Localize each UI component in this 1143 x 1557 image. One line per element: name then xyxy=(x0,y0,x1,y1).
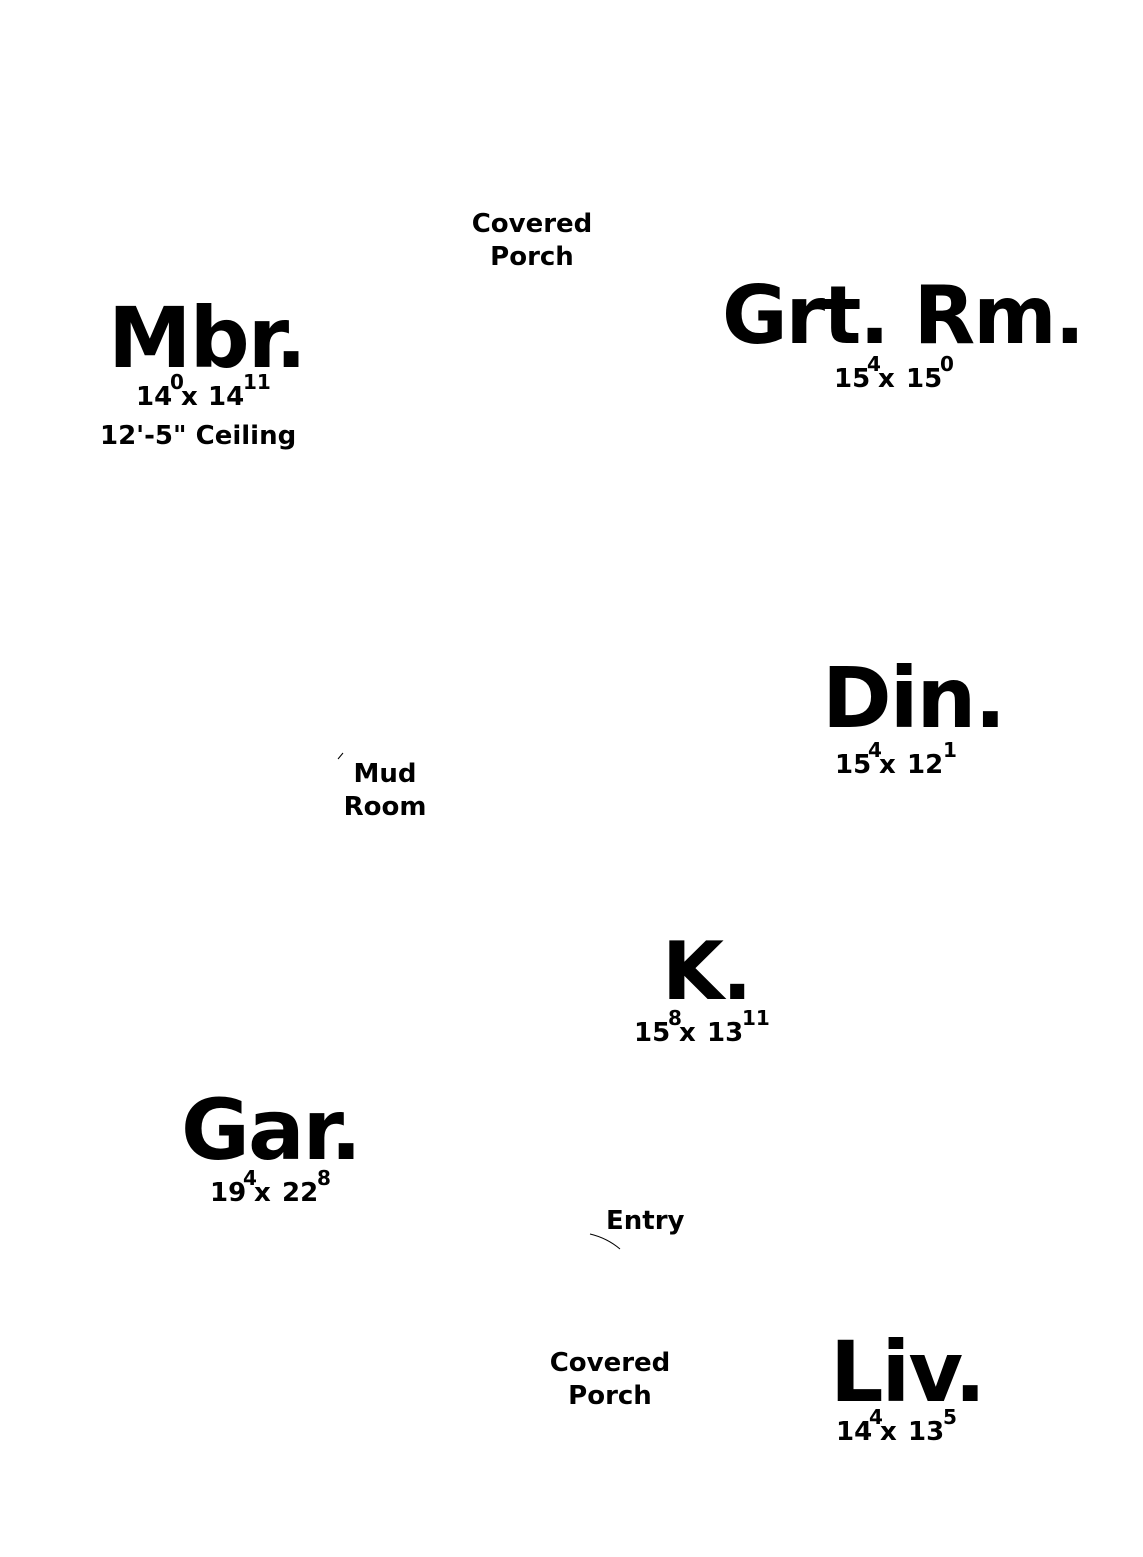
covered-porch-top-line1: Covered xyxy=(471,209,593,239)
room-name-din: Din. xyxy=(822,649,1006,747)
dim-depth-inches: 0 xyxy=(940,352,954,376)
dim-width-feet: 15 xyxy=(835,750,872,780)
dim-width-feet: 19 xyxy=(210,1178,247,1208)
dim-times: x xyxy=(880,1417,897,1447)
room-dims-liv: 14 4 x 13 5 xyxy=(836,1407,966,1445)
covered-porch-bottom-line1: Covered xyxy=(549,1348,671,1378)
dim-width-feet: 14 xyxy=(136,382,173,412)
dim-times: x xyxy=(878,364,895,394)
room-dining: Din. xyxy=(822,649,1006,747)
covered-porch-top-line2: Porch xyxy=(490,242,574,272)
mud-room-line1: Mud xyxy=(353,759,417,789)
room-master-bedroom: Mbr. xyxy=(108,289,307,387)
covered-porch-top-label: Covered Porch xyxy=(470,208,594,274)
dim-times: x xyxy=(879,750,896,780)
ceiling-note-mbr: 12'-5" Ceiling xyxy=(100,421,297,451)
dim-width-inches: 0 xyxy=(170,370,184,394)
dim-depth-inches: 8 xyxy=(317,1166,331,1190)
dim-width-inches: 4 xyxy=(243,1166,257,1190)
room-kitchen: K. xyxy=(662,925,752,1018)
entry-label: Entry xyxy=(606,1206,685,1236)
dim-times: x xyxy=(679,1018,696,1048)
room-name-kit: K. xyxy=(662,925,752,1018)
dim-width-inches: 8 xyxy=(668,1006,682,1030)
room-name-grt: Grt. Rm. xyxy=(722,269,1085,362)
dim-depth-inches: 5 xyxy=(943,1405,957,1429)
mud-room-label: Mud Room xyxy=(340,758,430,824)
dim-width-inches: 4 xyxy=(869,1405,883,1429)
room-dims-grt: 15 4 x 15 0 xyxy=(834,354,964,392)
room-name-liv: Liv. xyxy=(830,1323,986,1421)
dim-depth-feet: 22 xyxy=(282,1178,319,1208)
room-living: Liv. xyxy=(830,1323,986,1421)
mud-room-door-arc xyxy=(337,752,344,760)
dim-depth-feet: 13 xyxy=(707,1018,744,1048)
dim-depth-inches: 1 xyxy=(943,738,957,762)
dim-width-inches: 4 xyxy=(868,738,882,762)
room-dims-din: 15 4 x 12 1 xyxy=(835,740,965,778)
entry-door-arc xyxy=(589,1233,621,1250)
dim-times: x xyxy=(181,382,198,412)
dim-width-inches: 4 xyxy=(867,352,881,376)
dim-width-feet: 15 xyxy=(834,364,871,394)
mud-room-line2: Room xyxy=(343,792,427,822)
covered-porch-bottom-label: Covered Porch xyxy=(548,1347,672,1413)
dim-depth-feet: 12 xyxy=(907,750,944,780)
room-dims-gar: 19 4 x 22 8 xyxy=(210,1168,340,1206)
dim-width-feet: 14 xyxy=(836,1417,873,1447)
room-dims-mbr: 14 0 x 14 11 xyxy=(136,372,276,410)
dim-width-feet: 15 xyxy=(634,1018,671,1048)
room-dims-kit: 15 8 x 13 11 xyxy=(634,1008,774,1046)
dim-depth-feet: 15 xyxy=(906,364,943,394)
room-name-mbr: Mbr. xyxy=(108,289,307,387)
dim-depth-inches: 11 xyxy=(742,1006,770,1030)
room-name-gar: Gar. xyxy=(181,1081,362,1179)
room-great-room: Grt. Rm. xyxy=(722,269,1085,362)
dim-depth-feet: 13 xyxy=(908,1417,945,1447)
room-garage: Gar. xyxy=(181,1081,362,1179)
dim-depth-feet: 14 xyxy=(208,382,245,412)
dim-times: x xyxy=(254,1178,271,1208)
covered-porch-bottom-line2: Porch xyxy=(568,1381,652,1411)
dim-depth-inches: 11 xyxy=(243,370,271,394)
